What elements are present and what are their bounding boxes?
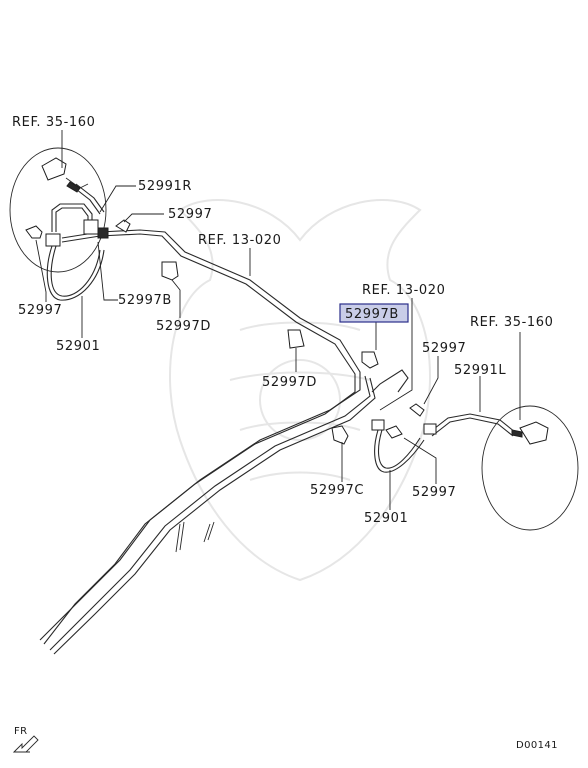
highlight-box-52997B xyxy=(339,303,409,323)
part-label-52991L[interactable]: 52991L xyxy=(454,363,506,378)
brake-pipe-routing xyxy=(39,183,516,655)
right-brake-assembly xyxy=(481,405,579,531)
ref-label-35-160-right[interactable]: REF. 35-160 xyxy=(470,315,554,330)
right-wheel-cylinder xyxy=(519,421,549,445)
part-label-52997D-left[interactable]: 52997D xyxy=(156,319,211,334)
front-indicator-label: FR xyxy=(14,726,28,737)
clip-52997-right-upper xyxy=(409,403,425,417)
clamp-52997D-center xyxy=(287,329,305,349)
clip-52997-upper xyxy=(115,219,131,233)
part-label-52997-upper-left[interactable]: 52997 xyxy=(168,207,212,222)
hose-fitting-right xyxy=(371,419,385,431)
hose-fitting-52997B xyxy=(97,227,109,239)
front-arrow-icon xyxy=(12,735,39,753)
ref-label-35-160-left[interactable]: REF. 35-160 xyxy=(12,115,96,130)
part-label-52997-left[interactable]: 52997 xyxy=(18,303,62,318)
part-label-52901-left[interactable]: 52901 xyxy=(56,339,100,354)
clip-52997-left xyxy=(25,225,43,239)
part-label-52997C[interactable]: 52997C xyxy=(310,483,364,498)
leader-lines xyxy=(35,130,521,510)
left-backing-plate xyxy=(9,147,107,273)
front-direction-indicator: FR xyxy=(12,726,39,753)
hose-fitting-left xyxy=(45,233,61,247)
part-label-52991R[interactable]: 52991R xyxy=(138,179,192,194)
callout-labels: REF. 35-160 52991R 52997 REF. 13-020 529… xyxy=(12,115,554,526)
watermark-emblem xyxy=(169,199,431,582)
ref-label-13-020-right[interactable]: REF. 13-020 xyxy=(362,283,446,298)
part-label-52901-right[interactable]: 52901 xyxy=(364,511,408,526)
clamp-52997C xyxy=(331,425,349,445)
left-brake-assembly xyxy=(9,147,107,273)
clamp-52997B-right xyxy=(361,351,379,369)
part-label-52997-right-lower[interactable]: 52997 xyxy=(412,485,456,500)
diagram-code: D00141 xyxy=(516,740,558,751)
part-label-52997D-center[interactable]: 52997D xyxy=(262,375,317,390)
part-label-52997-right-upper[interactable]: 52997 xyxy=(422,341,466,356)
right-backing-plate xyxy=(481,405,579,531)
part-label-52997B-left[interactable]: 52997B xyxy=(118,293,172,308)
component-parts xyxy=(25,219,437,445)
ref-label-13-020-upper[interactable]: REF. 13-020 xyxy=(198,233,282,248)
clip-52997-right-lower xyxy=(385,425,403,439)
part-label-52997B-highlighted[interactable]: 52997B xyxy=(345,307,399,322)
hose-fitting-right-upper xyxy=(423,423,437,435)
clamp-52997D-left xyxy=(161,261,179,281)
left-wheel-cylinder xyxy=(41,157,67,181)
junction-block-left xyxy=(83,219,99,235)
